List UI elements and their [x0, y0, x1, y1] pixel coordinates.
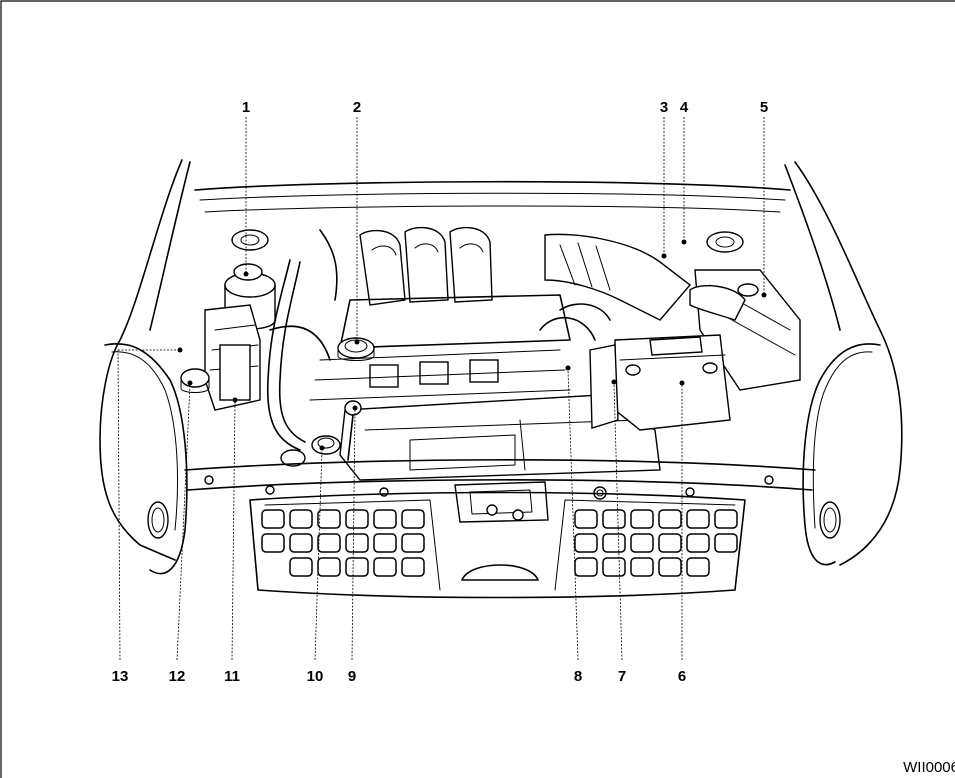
callout-9: 9 [348, 668, 356, 685]
callout-4: 4 [680, 99, 689, 116]
callout-6: 6 [678, 668, 686, 685]
callout-13: 13 [112, 668, 129, 685]
figure-code: WII0006 [903, 759, 955, 776]
callout-5: 5 [760, 99, 768, 116]
callout-12: 12 [169, 668, 186, 685]
grille-right [574, 509, 738, 577]
callout-labels: 1 2 3 4 5 6 7 8 9 10 11 12 13 [112, 99, 769, 685]
leader-dots [177, 239, 767, 451]
callout-3: 3 [660, 99, 668, 116]
engine-bay-illustration [99, 159, 903, 599]
callout-7: 7 [618, 668, 626, 685]
grille-left [261, 509, 425, 577]
callout-11: 11 [224, 668, 240, 685]
callout-2: 2 [353, 99, 361, 116]
callout-8: 8 [574, 668, 582, 685]
callout-10: 10 [307, 668, 324, 685]
leader-lines [117, 117, 765, 661]
callout-1: 1 [242, 99, 250, 116]
